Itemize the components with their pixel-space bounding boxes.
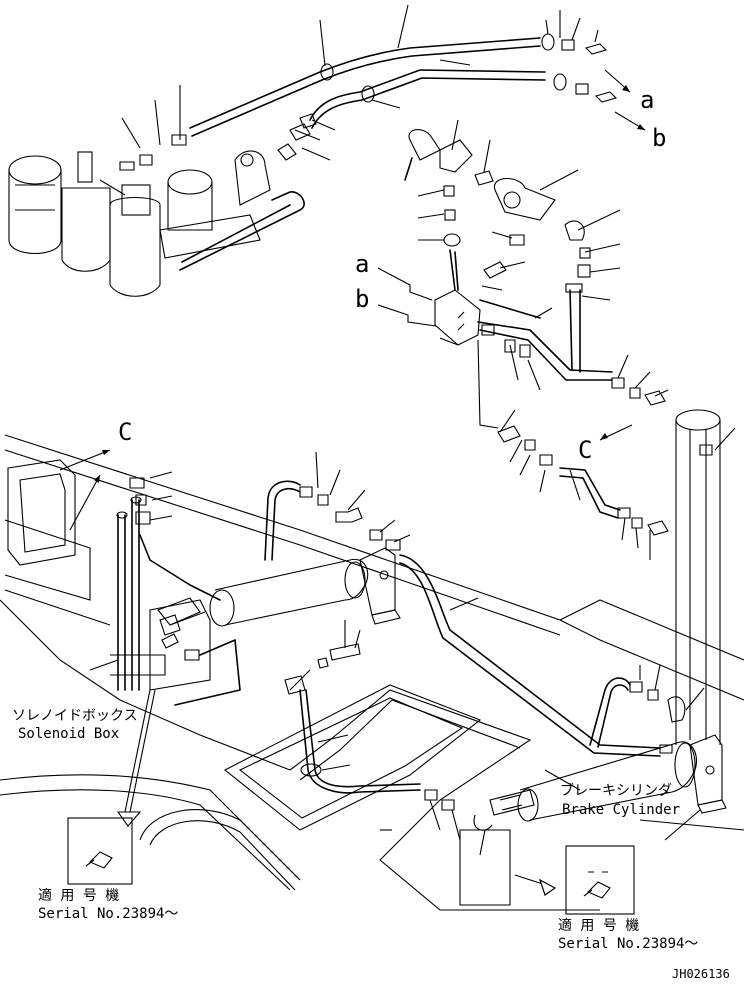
central-cylinder-assembly <box>157 451 661 841</box>
callout-c-mid-right: C <box>578 436 592 464</box>
valve-block-assembly <box>377 119 669 560</box>
filter-valve-assembly <box>8 85 336 297</box>
callout-b-left: b <box>355 285 369 313</box>
solenoid-box-label-en: Solenoid Box <box>18 726 119 742</box>
brake-cylinder-label-jp: ブレーキシリンダ <box>560 782 672 799</box>
serial-note-right-jp: 適 用 号 機 <box>558 917 639 934</box>
inset-detail-right <box>514 845 635 915</box>
inset-detail-left <box>67 817 133 885</box>
serial-note-left-jp: 適 用 号 機 <box>38 887 119 904</box>
serial-note-right-en: Serial No.23894～ <box>558 936 698 952</box>
upper-tube-assembly <box>189 4 646 137</box>
solenoid-box-label-jp: ソレノイドボックス <box>12 708 138 724</box>
callout-b-right: b <box>652 124 666 152</box>
serial-note-left-en: Serial No.23894～ <box>38 906 178 922</box>
brake-cylinder-label-en: Brake Cylinder <box>562 802 680 818</box>
vertical-post <box>675 409 736 745</box>
brake-cylinder-assembly <box>459 664 727 906</box>
drawing-number: JH026136 <box>672 967 730 981</box>
callout-a-right: a <box>640 86 654 114</box>
solenoid-box-assembly <box>7 449 241 827</box>
callout-a-left: a <box>355 250 369 278</box>
callout-c-top-left: C <box>118 418 132 446</box>
chassis-frame <box>0 434 744 911</box>
